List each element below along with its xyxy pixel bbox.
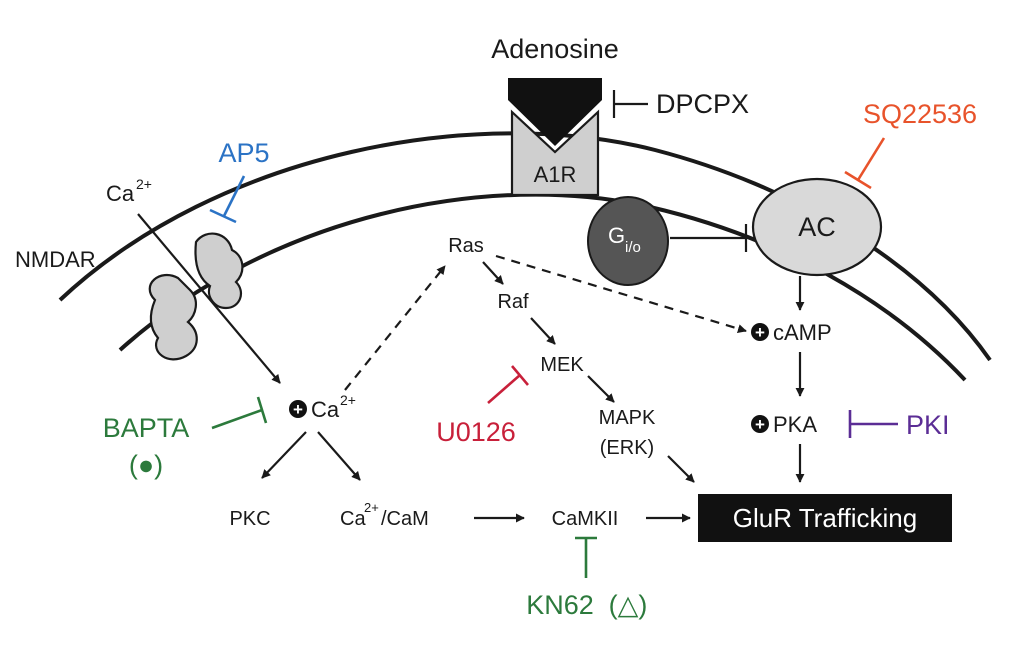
raf-to-mek-arrow <box>530 317 556 345</box>
ca-to-ras-arrow <box>344 265 446 391</box>
ca-in-superscript: 2+ <box>136 176 152 192</box>
nmdar-left-subunit <box>148 273 198 361</box>
bapta-bar <box>256 396 268 424</box>
kn62-inhibitor: KN62 (△) <box>526 536 648 620</box>
ca-to-cacam-arrow <box>317 431 361 481</box>
pka-increase-marker <box>751 415 769 433</box>
calcium-influx: Ca 2+ <box>106 176 281 384</box>
glur-trafficking-label: GluR Trafficking <box>733 503 917 533</box>
u0126-bar <box>511 365 529 386</box>
ap5-inhibitor: AP5 <box>209 138 270 224</box>
ca-influx-arrow <box>137 213 281 384</box>
glur-trafficking-box: GluR Trafficking <box>698 494 952 542</box>
pkc-label: PKC <box>229 508 270 530</box>
glur-trafficking-background <box>698 494 952 542</box>
bapta-chelator: BAPTA (●) <box>103 396 268 480</box>
ca-increase-plus: + <box>293 400 303 419</box>
mapk-label: MAPK <box>599 407 656 429</box>
pki-inhibitor: PKI <box>848 410 950 440</box>
bapta-label: BAPTA <box>103 413 190 443</box>
nmdar-right-subunit <box>194 232 244 310</box>
ac-label: AC <box>798 212 836 242</box>
ca-cyt-superscript: 2+ <box>340 392 356 408</box>
u0126-inhibitor: U0126 <box>436 365 529 447</box>
pka-increase-plus: + <box>755 415 765 434</box>
ras-label: Ras <box>448 235 484 257</box>
u0126-label: U0126 <box>436 417 516 447</box>
gio-label-sub: i/o <box>625 239 641 256</box>
mek-label: MEK <box>540 354 584 376</box>
ap5-stem <box>222 175 246 217</box>
ca-cyt-label: Ca <box>311 397 340 422</box>
erk-label: (ERK) <box>600 437 654 459</box>
camp-increase-plus: + <box>755 323 765 342</box>
cacam-label-base: Ca <box>340 508 366 530</box>
camkii-label: CaMKII <box>552 508 619 530</box>
dpcpx-inhibitor: DPCPX <box>612 89 749 119</box>
ac-shape <box>751 177 883 277</box>
ras-to-raf-arrow <box>482 261 504 285</box>
kn62-label: KN62 <box>526 590 594 620</box>
gio-protein: G i/o <box>587 196 748 286</box>
bapta-stem <box>211 408 263 430</box>
membrane-outer-line <box>58 131 992 362</box>
cacam-label-rest: /CaM <box>381 508 429 530</box>
a1r-receptor: A1R <box>510 109 600 197</box>
mapk-to-output-arrow <box>667 455 695 483</box>
ac-enzyme: AC <box>751 177 883 277</box>
pki-label: PKI <box>906 410 950 440</box>
cacam-label-superscript: 2+ <box>364 500 379 515</box>
bapta-symbol: (●) <box>129 450 163 480</box>
camp-increase-marker <box>751 323 769 341</box>
dpcpx-label: DPCPX <box>656 89 749 119</box>
sq22536-stem <box>856 137 886 181</box>
gio-label-main: G <box>608 223 625 248</box>
ap5-bar <box>209 208 237 224</box>
a1r-label: A1R <box>534 162 577 187</box>
nmdar-label: NMDAR <box>15 247 96 272</box>
pka-label: PKA <box>773 412 817 437</box>
ap5-label: AP5 <box>218 138 269 168</box>
a1r-shape <box>510 109 600 197</box>
adenosine-ligand: Adenosine <box>491 34 619 146</box>
ca-to-pkc-arrow <box>261 431 307 479</box>
nmdar-channel: NMDAR <box>15 232 244 361</box>
ras-to-camp-arrow <box>495 254 747 333</box>
u0126-stem <box>487 374 521 404</box>
ca-cytosolic-node: + Ca 2+ <box>289 392 356 422</box>
gio-shape <box>587 196 669 286</box>
ca-in-label: Ca <box>106 181 135 206</box>
raf-label: Raf <box>497 291 529 313</box>
adenosine-label: Adenosine <box>491 34 619 64</box>
kn62-symbol: (△) <box>609 590 648 620</box>
sq22536-label: SQ22536 <box>863 99 977 129</box>
sq22536-inhibitor: SQ22536 <box>844 99 977 190</box>
adenosine-shape <box>508 78 602 146</box>
sq22536-bar <box>844 170 872 190</box>
mek-to-mapk-arrow <box>587 375 615 403</box>
ca-increase-marker <box>289 400 307 418</box>
camp-label: cAMP <box>773 320 832 345</box>
